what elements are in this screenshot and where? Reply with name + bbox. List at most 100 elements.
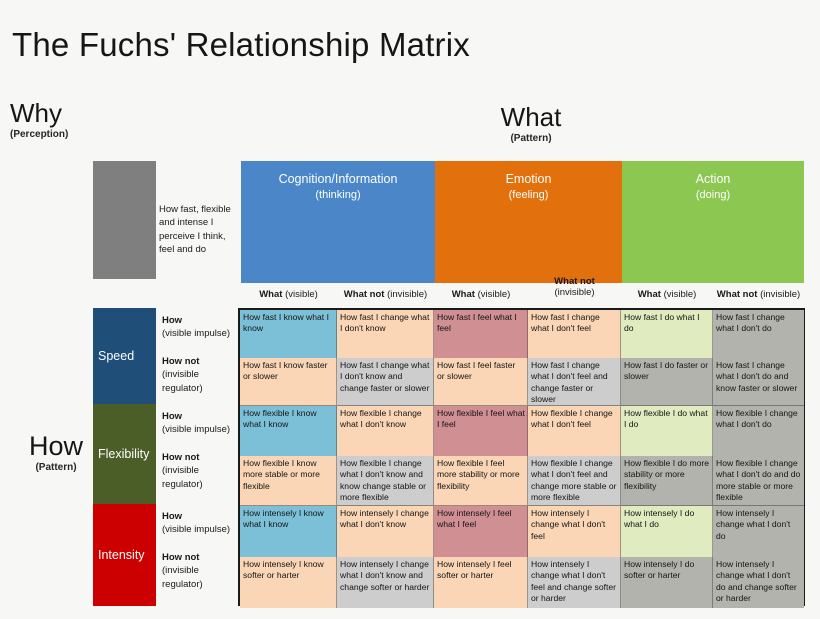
matrix-cell: How intensely I change what I don't know…: [337, 557, 434, 608]
row-name: Intensity: [93, 504, 156, 606]
column-header-band: How fast, flexible and intense I perceiv…: [93, 161, 804, 283]
axis-label-why: Why (Perception): [10, 98, 69, 141]
subcolumn-header: What not (invisible): [337, 289, 434, 300]
how-bold: How: [162, 315, 183, 326]
matrix-cell: How flexible I change what I don't know …: [337, 456, 434, 506]
axis-what-sub: (Pattern): [510, 133, 552, 145]
matrix-cell: How flexible I do what I do: [621, 406, 713, 456]
category-header-emotion: Emotion (feeling): [435, 161, 622, 283]
matrix-cell: How fast I feel faster or slower: [434, 358, 528, 406]
row-label-column: Speed How (visible impulse) How not (inv…: [93, 308, 237, 606]
how-bold: How not: [162, 452, 200, 463]
category-header-cognition: Cognition/Information (thinking): [241, 161, 435, 283]
page-title: The Fuchs' Relationship Matrix: [12, 26, 470, 63]
row-label-group-flexibility: Flexibility How (visible impulse) How no…: [93, 404, 237, 504]
subcolumn-bold: What not: [716, 289, 758, 300]
subcolumn-header: What (visible): [240, 289, 337, 300]
row-how-stack: How (visible impulse) How not (invisible…: [162, 308, 236, 404]
how-visible-label: How (visible impulse): [162, 510, 236, 537]
subcolumn-paren: (visible): [285, 289, 318, 300]
matrix-cell: How fast I know what I know: [240, 310, 337, 358]
matrix-cell: How fast I change what I don't do and kn…: [713, 358, 804, 406]
how-visible-label: How (visible impulse): [162, 314, 236, 341]
relationship-matrix-grid: How fast I know what I know How fast I c…: [238, 308, 805, 608]
category-sub: (feeling): [508, 188, 549, 201]
matrix-cell: How flexible I change what I don't do: [713, 406, 804, 456]
why-description-text: How fast, flexible and intense I perceiv…: [159, 204, 231, 256]
how-paren: (invisible regulator): [162, 369, 203, 394]
how-paren: (invisible regulator): [162, 565, 203, 590]
how-visible-label: How (visible impulse): [162, 410, 236, 437]
how-paren: (visible impulse): [162, 524, 231, 536]
how-invisible-label: How not (invisible regulator): [162, 551, 236, 591]
subcolumn-bold: What: [259, 289, 283, 300]
matrix-cell: How fast I do faster or slower: [621, 358, 713, 406]
matrix-cell: How fast I change what I don't do: [713, 310, 804, 358]
matrix-cell: How flexible I feel more stability or mo…: [434, 456, 528, 506]
subcolumn-header: What not (invisible): [713, 289, 804, 300]
matrix-cell: How flexible I know what I know: [240, 406, 337, 456]
how-invisible-label: How not (invisible regulator): [162, 355, 236, 395]
matrix-cell: How intensely I change what I don't do a…: [713, 557, 804, 608]
how-bold: How not: [162, 356, 200, 367]
matrix-cell: How intensely I change what I don't know: [337, 506, 434, 557]
axis-what-word: What: [500, 102, 562, 132]
row-how-stack: How (visible impulse) How not (invisible…: [162, 404, 236, 504]
how-paren: (visible impulse): [162, 328, 231, 340]
subcolumn-header: What (visible): [621, 289, 713, 300]
how-paren: (invisible regulator): [162, 465, 203, 490]
matrix-cell: How intensely I feel softer or harter: [434, 557, 528, 608]
matrix-cell: How flexible I change what I don't know: [337, 406, 434, 456]
how-invisible-label: How not (invisible regulator): [162, 451, 236, 491]
axis-label-how: How (Pattern): [14, 431, 98, 474]
matrix-cell: How intensely I feel what I feel: [434, 506, 528, 557]
category-name: Cognition/Information: [278, 172, 398, 186]
matrix-cell: How flexible I change what I don't do an…: [713, 456, 804, 506]
matrix-cell: How fast I change what I don't feel and …: [528, 358, 621, 406]
subcolumn-bold: What: [637, 289, 661, 300]
matrix-cell: How intensely I change what I don't feel…: [528, 557, 621, 608]
matrix-cell: How flexible I know more stable or more …: [240, 456, 337, 506]
row-name: Flexibility: [93, 404, 156, 504]
axis-why-sub: (Perception): [10, 129, 69, 141]
matrix-cell: How fast I know faster or slower: [240, 358, 337, 406]
row-name: Speed: [93, 308, 156, 404]
subcolumn-bold: What not: [343, 289, 385, 300]
subcolumn-paren: (visible): [663, 289, 697, 300]
why-color-swatch: [93, 161, 156, 279]
matrix-cell: How intensely I do what I do: [621, 506, 713, 557]
how-bold: How not: [162, 552, 200, 563]
subcolumn-header: What (visible): [434, 289, 528, 300]
matrix-cell: How flexible I feel what I feel: [434, 406, 528, 456]
category-sub: (doing): [695, 188, 731, 201]
category-name: Action: [695, 172, 731, 186]
category-header-action: Action (doing): [622, 161, 804, 283]
axis-how-word: How: [28, 431, 83, 461]
category-name: Emotion: [505, 172, 552, 186]
matrix-cell: How flexible I change what I don't feel: [528, 406, 621, 456]
matrix-cell: How fast I do what I do: [621, 310, 713, 358]
row-label-group-intensity: Intensity How (visible impulse) How not …: [93, 504, 237, 606]
row-how-stack: How (visible impulse) How not (invisible…: [162, 504, 236, 606]
how-paren: (visible impulse): [162, 424, 231, 436]
subcolumn-header: What not (invisible): [528, 276, 621, 298]
row-label-group-speed: Speed How (visible impulse) How not (inv…: [93, 308, 237, 404]
matrix-cell: How fast I feel what I feel: [434, 310, 528, 358]
matrix-cell: How fast I change what I don't know: [337, 310, 434, 358]
matrix-cell: How intensely I know softer or harter: [240, 557, 337, 608]
category-sub: (thinking): [315, 188, 361, 201]
subcolumn-paren: (invisible): [387, 289, 428, 300]
subcolumn-paren: (invisible): [760, 289, 801, 300]
axis-why-word: Why: [10, 98, 62, 128]
how-bold: How: [162, 511, 183, 522]
axis-how-sub: (Pattern): [35, 462, 77, 474]
matrix-cell: How intensely I do softer or harter: [621, 557, 713, 608]
subcolumn-paren: (invisible): [554, 287, 595, 299]
how-bold: How: [162, 411, 183, 422]
matrix-cell: How intensely I change what I don't do: [713, 506, 804, 557]
subcolumn-bold: What: [451, 289, 475, 300]
matrix-cell: How intensely I change what I don't feel: [528, 506, 621, 557]
matrix-cell: How intensely I know what I know: [240, 506, 337, 557]
matrix-cell: How fast I change what I don't know and …: [337, 358, 434, 406]
matrix-cell: How flexible I do more stability or more…: [621, 456, 713, 506]
